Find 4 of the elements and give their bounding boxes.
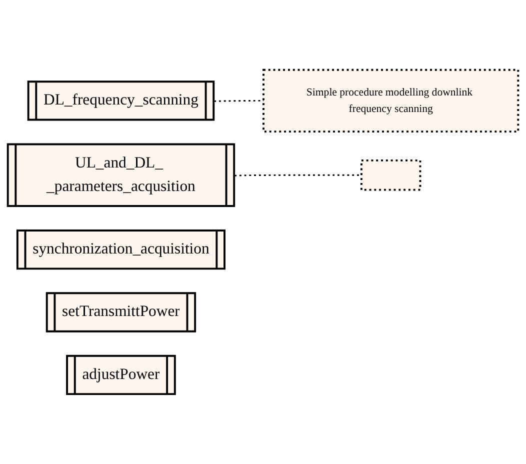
connector: [234, 174, 362, 176]
node-box: [360, 160, 422, 191]
connector: [214, 100, 264, 102]
node-box: Simple procedure modelling downlink frequency scanning: [262, 68, 520, 133]
